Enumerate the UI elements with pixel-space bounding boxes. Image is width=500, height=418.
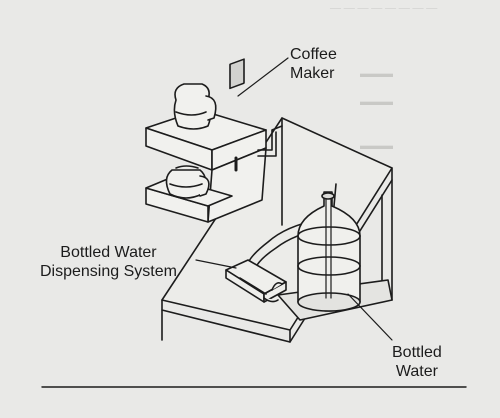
coffee-maker-label-line2: Maker — [290, 65, 335, 82]
dispensing-system-label: Bottled Water Dispensing System — [40, 243, 177, 281]
dispensing-leader — [195, 259, 237, 269]
coffee-maker-label: Coffee Maker — [290, 45, 337, 83]
coffee-maker-label-line1: Coffee — [290, 46, 337, 63]
dispensing-system-label-line2: Dispensing System — [40, 263, 177, 280]
page-texture: ▬▬▬ — [360, 140, 393, 152]
bottled-water-leader — [347, 293, 393, 341]
page-texture: — — — — — — — — — [330, 2, 438, 14]
bottled-water-label-line1: Bottled — [392, 344, 442, 361]
coffee-maker-leader — [237, 57, 289, 97]
page-texture: ▬▬▬ — [360, 96, 393, 108]
bottled-water-label-line2: Water — [395, 363, 438, 380]
coffee-maker — [145, 58, 267, 223]
water-bottle — [297, 191, 361, 312]
callout-leaders — [195, 57, 393, 341]
bottled-water-label: Bottled Water — [392, 343, 442, 381]
page-texture: ▬▬▬ — [360, 68, 393, 80]
dispensing-pump — [225, 259, 287, 303]
dispensing-system-label-line1: Bottled Water — [60, 244, 157, 261]
